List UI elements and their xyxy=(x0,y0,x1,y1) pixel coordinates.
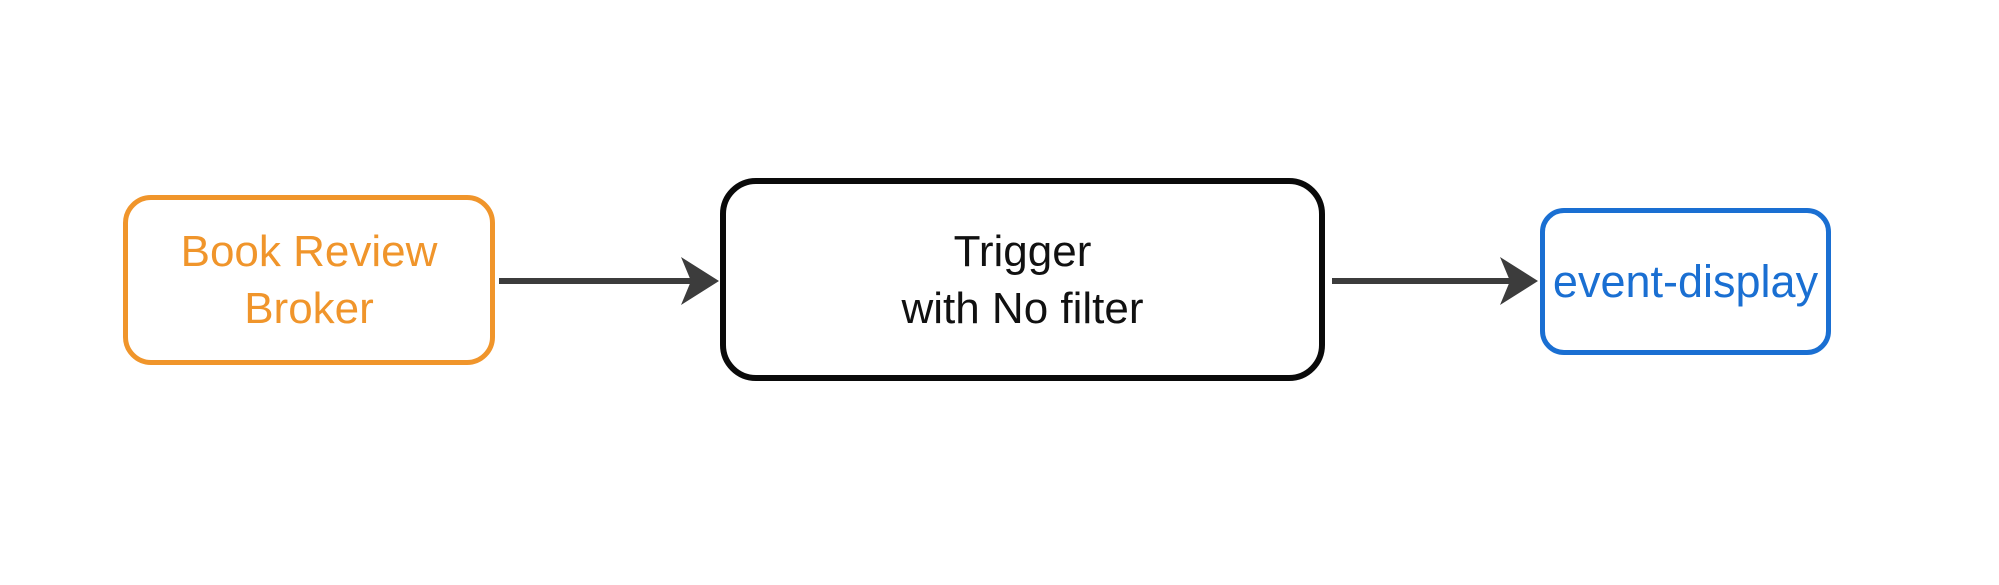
node-label-line: event-display xyxy=(1552,255,1819,307)
arrowhead-icon xyxy=(1500,257,1538,305)
arrow-broker-to-trigger xyxy=(499,257,719,305)
node-label-line: Trigger xyxy=(953,226,1092,276)
node-label-line: Broker xyxy=(244,284,374,333)
node-book-review-broker: Book Review Broker xyxy=(123,195,495,365)
arrow-trigger-to-event-display xyxy=(1332,257,1538,305)
node-trigger-with-no-filter: Trigger with No filter xyxy=(720,178,1325,381)
arrowhead-icon xyxy=(681,257,719,305)
node-label-line: with No filter xyxy=(901,283,1144,333)
node-label-line: Book Review xyxy=(180,227,438,276)
node-event-display: event-display xyxy=(1540,208,1831,355)
